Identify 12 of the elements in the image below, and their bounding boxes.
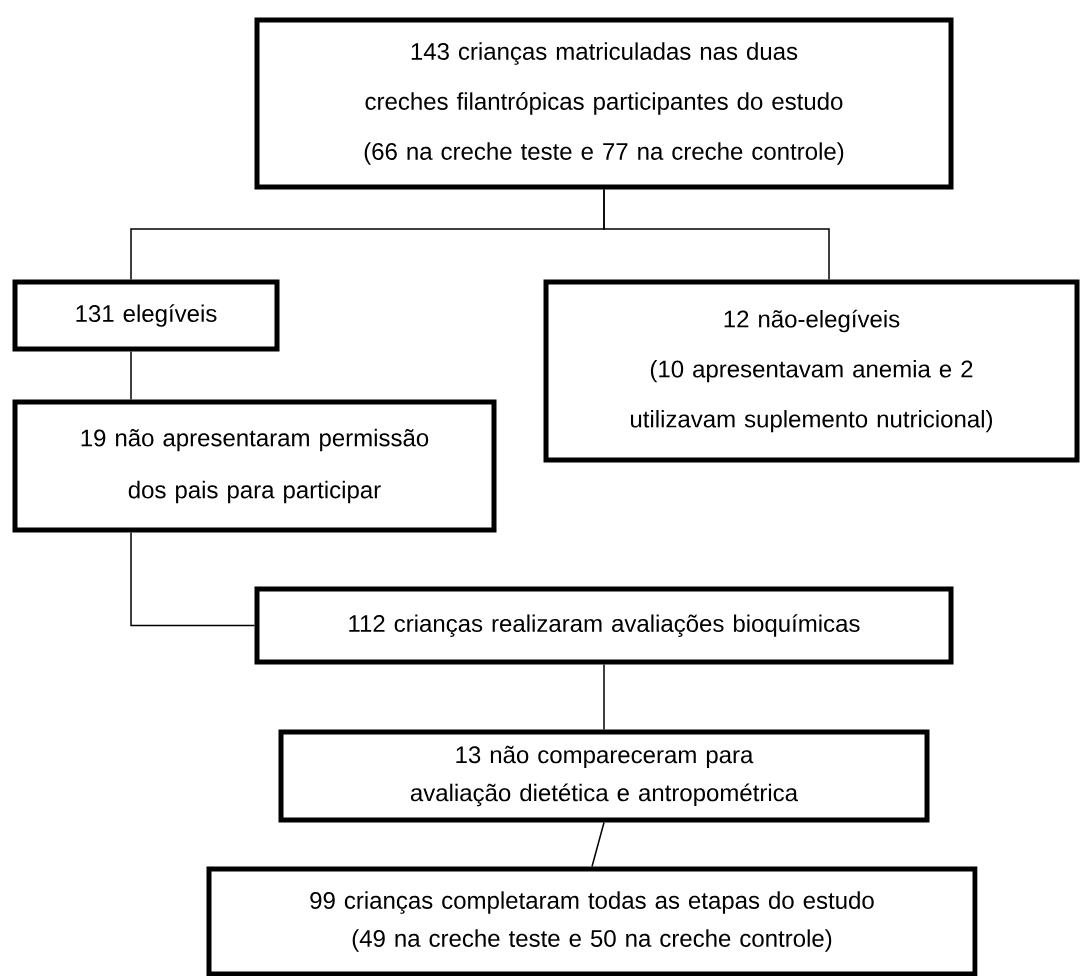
process-box: 99 crianças completaram todas as etapas do estudo (49 na creche teste e 50 na creche controle) [206,866,978,976]
process-box: 19 não apresentaram permissão dos pais para participar [12,399,497,533]
connector-line [591,821,605,868]
process-box: 131 elegíveis [12,279,280,352]
connector-line [130,350,132,401]
process-box: 12 não-elegíveis (10 apresentavam anemia e 2 utilizavam suplemento nutricional) [543,279,1080,463]
connector-line [130,531,256,627]
connector-line [603,663,605,731]
connector-line [603,188,830,281]
process-box: 143 crianças matriculadas nas duas creches filantrópicas participantes do estudo (66 na creche teste e 77 na creche controle) [254,17,954,190]
process-box: 13 não compareceram para avaliação dietética e antropométrica [278,729,930,823]
process-box: 112 crianças realizaram avaliações bioquímicas [254,586,954,665]
